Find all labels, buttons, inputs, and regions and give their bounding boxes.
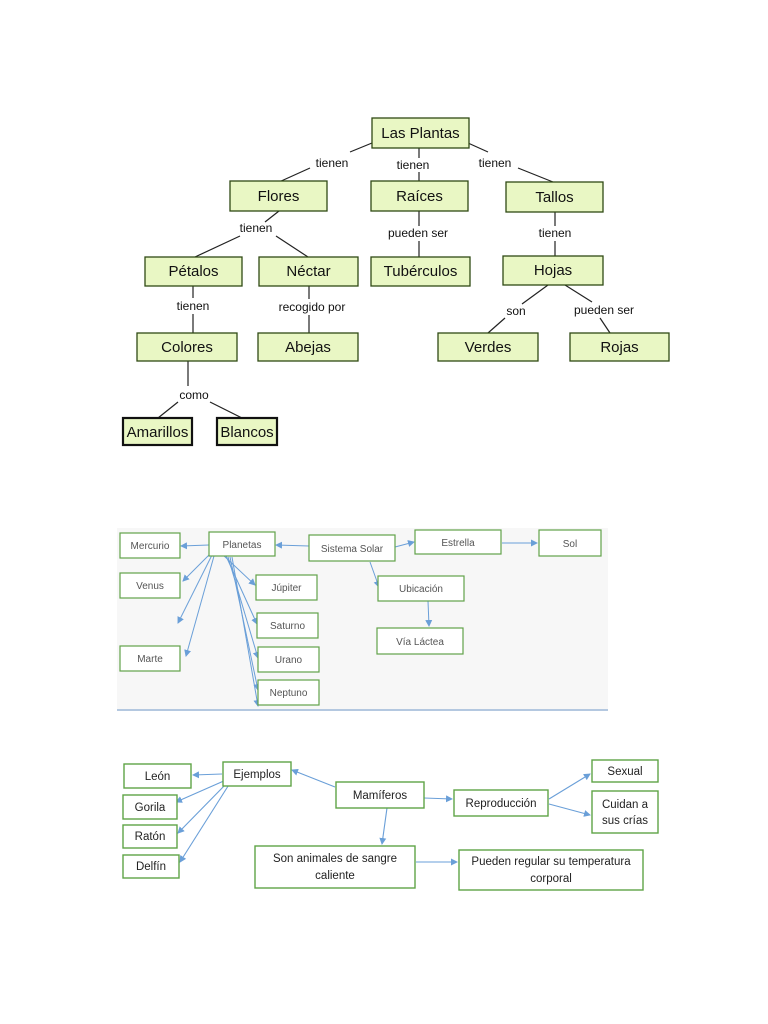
mammals-concept-map: León Gorila Ratón Delfín Ejemplos Mamífe… [122,759,659,891]
link-label-tienen: tienen [397,158,430,172]
node-rojas: Rojas [569,332,670,362]
link-label-tienen: tienen [177,299,210,313]
node-mamiferos: Mamíferos [335,781,425,809]
node-marte: Marte [119,645,181,672]
node-label: Marte [137,654,163,665]
node-regular-temperatura: Pueden regular su temperatura corporal [458,849,644,891]
link-label-son: son [506,304,525,318]
node-label: Sexual [607,766,642,778]
node-label: Ubicación [399,584,443,595]
node-label: Hojas [534,262,572,279]
node-label: Estrella [441,538,475,549]
link-label-tienen: tienen [316,156,349,170]
node-label: Urano [275,655,303,666]
link-label-tienen: tienen [240,221,273,235]
node-abejas: Abejas [257,332,359,362]
node-urano: Urano [257,646,320,673]
node-label: Tallos [535,189,573,206]
node-planetas: Planetas [208,531,276,557]
node-label: Vía Láctea [396,637,444,648]
node-tallos: Tallos [505,181,604,213]
node-label-line2: caliente [315,870,355,882]
node-petalos: Pétalos [144,256,243,287]
solar-arrows [177,539,538,707]
node-label: León [145,771,171,783]
node-colores: Colores [136,332,238,362]
node-sangre-caliente: Son animales de sangre caliente [254,845,416,889]
node-label-line2: corporal [530,873,572,885]
node-label: Mamíferos [353,790,408,802]
node-neptuno: Neptuno [257,679,320,706]
node-label: Las Plantas [381,125,459,142]
node-amarillos: Amarillos [121,416,194,447]
node-label: Mercurio [131,541,170,552]
node-gorila: Gorila [122,794,178,820]
node-label: Gorila [135,802,166,814]
node-raton: Ratón [122,824,178,849]
node-label: Colores [161,339,213,356]
node-label: Saturno [270,621,305,632]
node-blancos: Blancos [215,416,279,447]
node-label: Pétalos [168,263,218,280]
node-label: Sistema Solar [321,544,384,555]
link-label-tienen: tienen [479,156,512,170]
node-label: Neptuno [270,688,308,699]
node-tuberculos: Tubérculos [370,256,471,287]
node-leon: León [123,763,192,789]
node-mercurio: Mercurio [119,532,181,559]
node-reproduccion: Reproducción [453,789,549,817]
node-label: Raíces [396,188,443,205]
node-label: Blancos [220,424,273,441]
node-label: Venus [136,581,164,592]
node-cuidan-a-sus-crias: Cuidan a sus crías [591,790,659,834]
node-estrella: Estrella [414,529,502,555]
link-label-tienen: tienen [539,226,572,240]
node-label: Rojas [600,339,638,356]
node-flores: Flores [229,180,328,212]
node-label-line1: Son animales de sangre [273,853,397,865]
node-jupiter: Júpiter [255,574,318,601]
link-label-recogido-por: recogido por [279,300,346,314]
node-label: Flores [258,188,300,205]
link-label-como: como [179,388,209,402]
plants-connectors [157,142,611,419]
node-label: Néctar [286,263,330,280]
node-raices: Raíces [370,180,469,212]
solar-system-concept-map: Mercurio Venus Marte Planetas Sistema So… [117,528,608,711]
node-nectar: Néctar [258,256,359,287]
node-label-line1: Cuidan a [602,799,649,811]
node-ejemplos: Ejemplos [222,761,292,787]
node-sistema-solar: Sistema Solar [308,534,396,562]
link-label-pueden-ser: pueden ser [574,303,634,317]
node-verdes: Verdes [437,332,539,362]
node-label: Verdes [465,339,512,356]
node-hojas: Hojas [502,255,604,286]
node-label: Ratón [135,831,166,843]
node-label: Abejas [285,339,331,356]
mammals-arrows [175,768,591,866]
link-label-pueden-ser: pueden ser [388,226,448,240]
plants-link-labels: tienen tienen tienen tienen pueden ser t… [177,156,634,402]
node-sol: Sol [538,529,602,557]
node-label: Ejemplos [233,769,281,781]
node-label-line1: Pueden regular su temperatura [471,856,631,868]
node-label: Amarillos [127,424,189,441]
node-sexual: Sexual [591,759,659,783]
node-venus: Venus [119,572,181,599]
node-label: Sol [563,539,577,550]
node-las-plantas: Las Plantas [371,117,470,149]
node-via-lactea: Vía Láctea [376,627,464,655]
node-label-line2: sus crías [602,815,648,827]
node-delfin: Delfín [122,854,180,879]
plants-concept-map: tienen tienen tienen tienen pueden ser t… [121,117,670,447]
node-label: Planetas [223,540,262,551]
node-ubicacion: Ubicación [377,575,465,602]
node-label: Júpiter [271,583,302,594]
node-label: Delfín [136,861,166,873]
node-label: Reproducción [466,798,537,810]
node-label: Tubérculos [384,263,458,280]
node-saturno: Saturno [256,612,319,639]
